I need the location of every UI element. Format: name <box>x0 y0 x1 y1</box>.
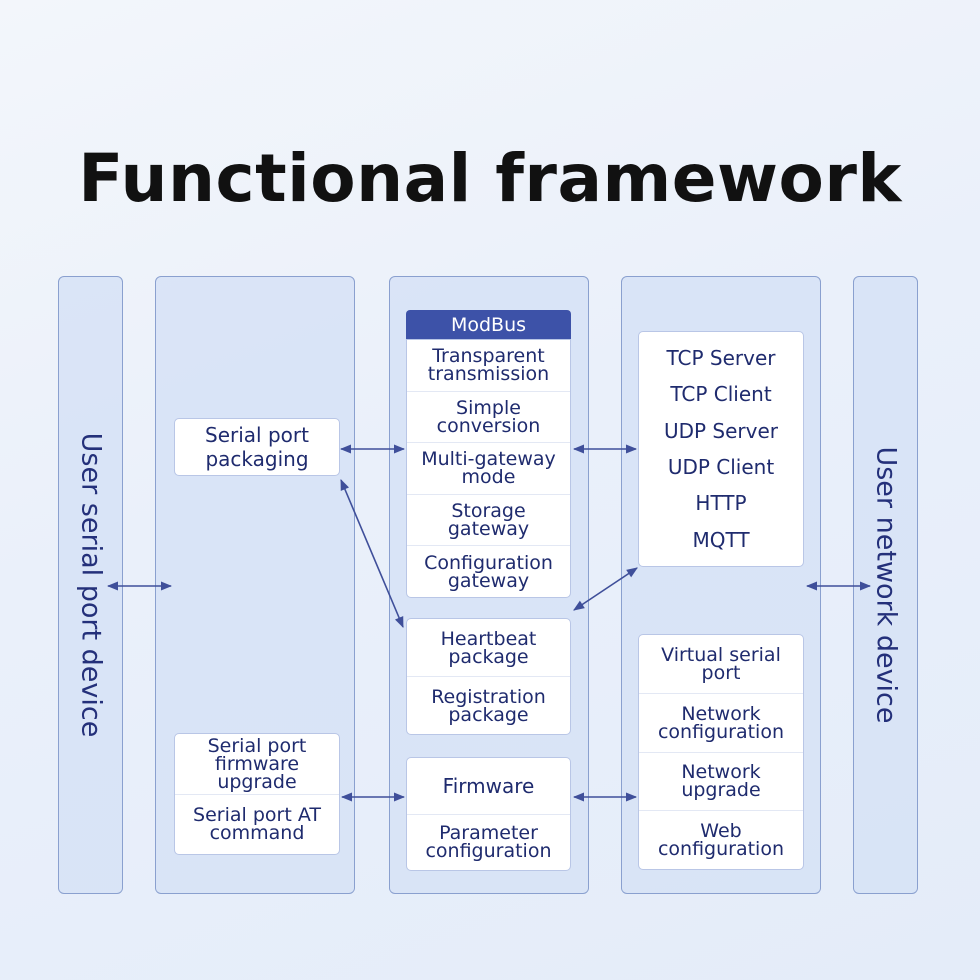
arrow-heartbeat-to-protocols <box>573 567 638 611</box>
firmware-item: Firmware <box>442 773 535 798</box>
arrow-packaging-to-heartbeat <box>340 478 404 629</box>
protocol-tcp-server: TCP Server <box>666 346 776 371</box>
protocol-udp-client: UDP Client <box>667 455 775 480</box>
protocols-box: TCP Server TCP Client UDP Server UDP Cli… <box>638 331 804 567</box>
modbus-header: ModBus <box>406 310 571 340</box>
protocol-http: HTTP <box>695 491 747 516</box>
protocol-tcp-client: TCP Client <box>670 382 772 407</box>
protocol-mqtt: MQTT <box>692 527 750 552</box>
page-title: Functional framework <box>78 140 902 217</box>
protocol-udp-server: UDP Server <box>663 418 779 443</box>
